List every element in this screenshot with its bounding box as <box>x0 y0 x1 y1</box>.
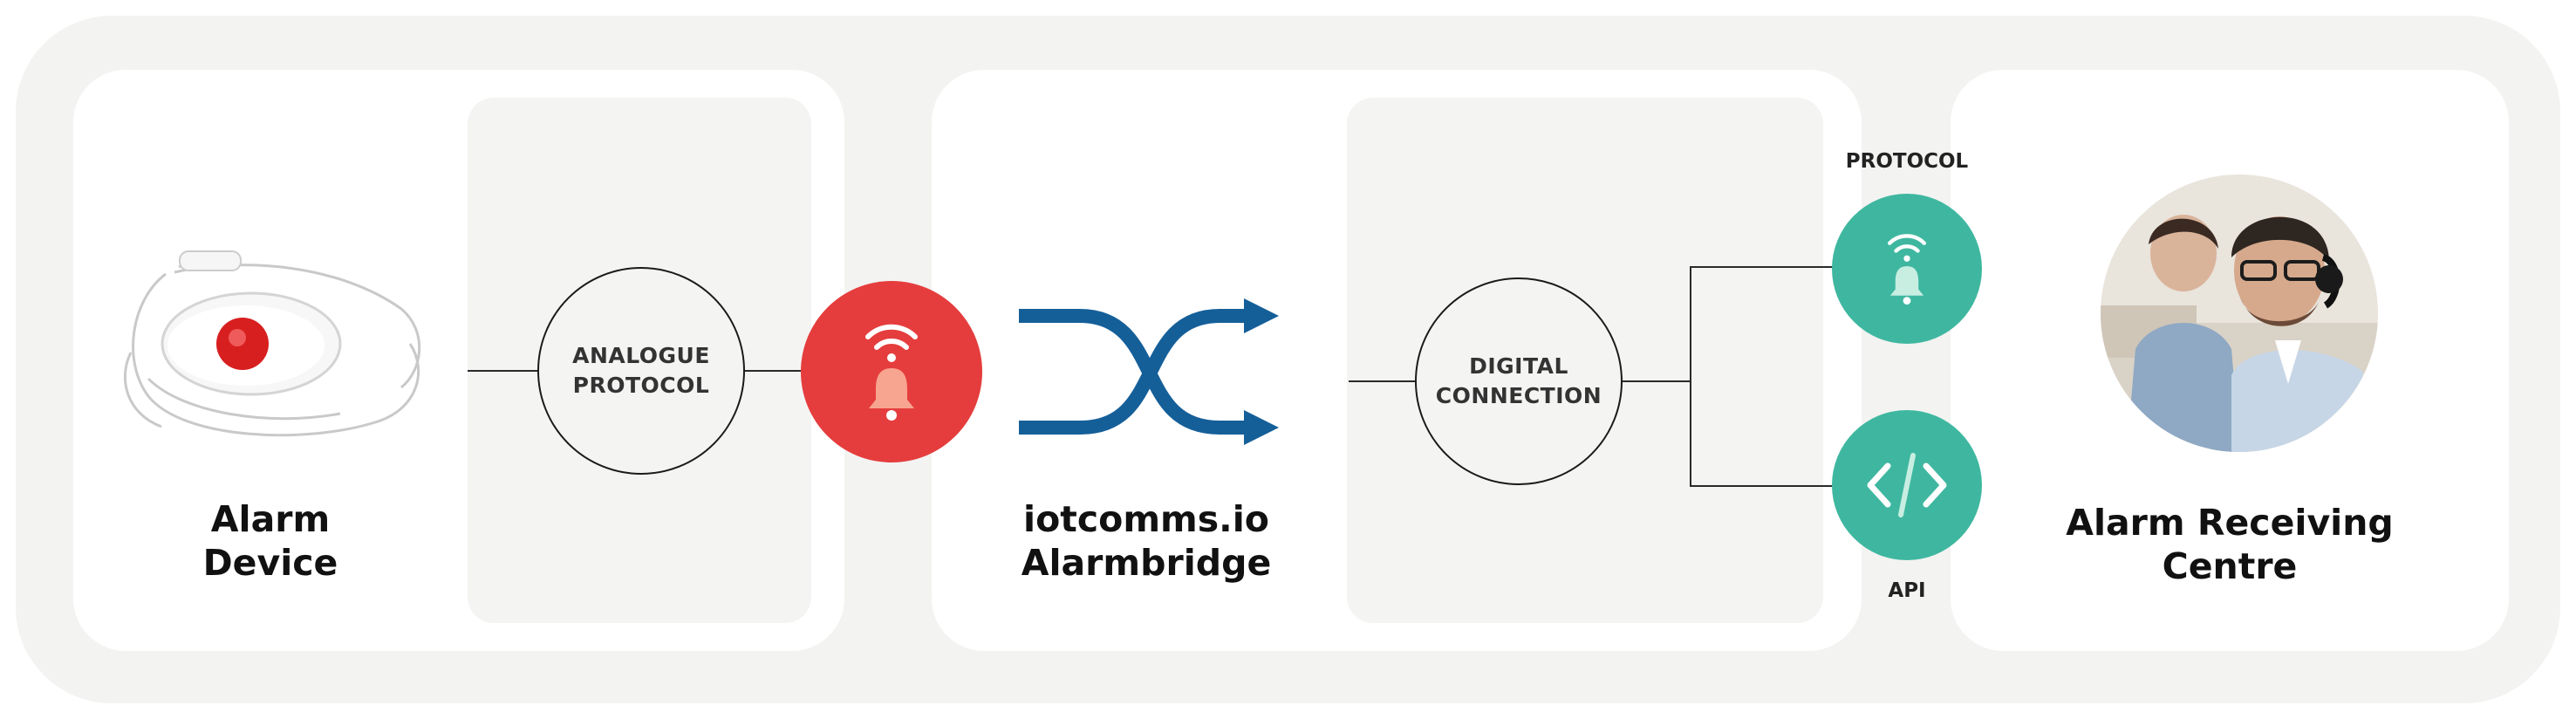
arc-title-line1: Alarm Receiving <box>2066 502 2394 544</box>
protocol-output-node <box>1832 194 1982 344</box>
digital-connection-node: DIGITAL CONNECTION <box>1415 277 1623 485</box>
api-output-node <box>1832 410 1982 560</box>
shuffle-arrows-icon <box>1019 298 1279 445</box>
analogue-label-line2: PROTOCOL <box>572 373 710 398</box>
personal-alarm-pendant-icon <box>123 250 421 437</box>
wifi-bell-icon <box>865 324 918 421</box>
protocol-label: PROTOCOL <box>1845 150 1969 173</box>
connector-digital-to-split <box>1623 380 1691 382</box>
connector-to-protocol <box>1690 266 1834 268</box>
digital-label-line2: CONNECTION <box>1435 383 1602 408</box>
call-centre-operators-photo <box>2101 175 2378 452</box>
connector-device-to-analogue <box>468 370 537 372</box>
connector-to-api <box>1690 485 1834 487</box>
wifi-bell-icon <box>1888 234 1926 305</box>
connector-analogue-to-bell <box>745 370 803 372</box>
arc-title-line2: Centre <box>2162 545 2298 587</box>
analogue-protocol-node: ANALOGUE PROTOCOL <box>537 267 745 475</box>
digital-label-line1: DIGITAL <box>1469 353 1568 379</box>
alarm-receiving-centre-title: Alarm Receiving Centre <box>2038 501 2422 588</box>
code-brackets-icon <box>1867 453 1947 517</box>
alarmbridge-title-line1: iotcomms.io <box>1023 498 1269 540</box>
analogue-label-line1: ANALOGUE <box>572 343 710 368</box>
alarmbridge-title: iotcomms.io Alarmbridge <box>963 497 1329 585</box>
alarm-signal-node <box>801 281 982 462</box>
connector-bridge-to-digital <box>1349 380 1415 382</box>
connector-split-vertical <box>1690 266 1691 486</box>
alarm-device-title-line1: Alarm <box>210 498 331 540</box>
alarmbridge-title-line2: Alarmbridge <box>1021 542 1272 584</box>
alarm-device-title: Alarm Device <box>140 497 401 585</box>
api-label: API <box>1888 579 1926 602</box>
alarm-device-title-line2: Device <box>202 542 338 584</box>
